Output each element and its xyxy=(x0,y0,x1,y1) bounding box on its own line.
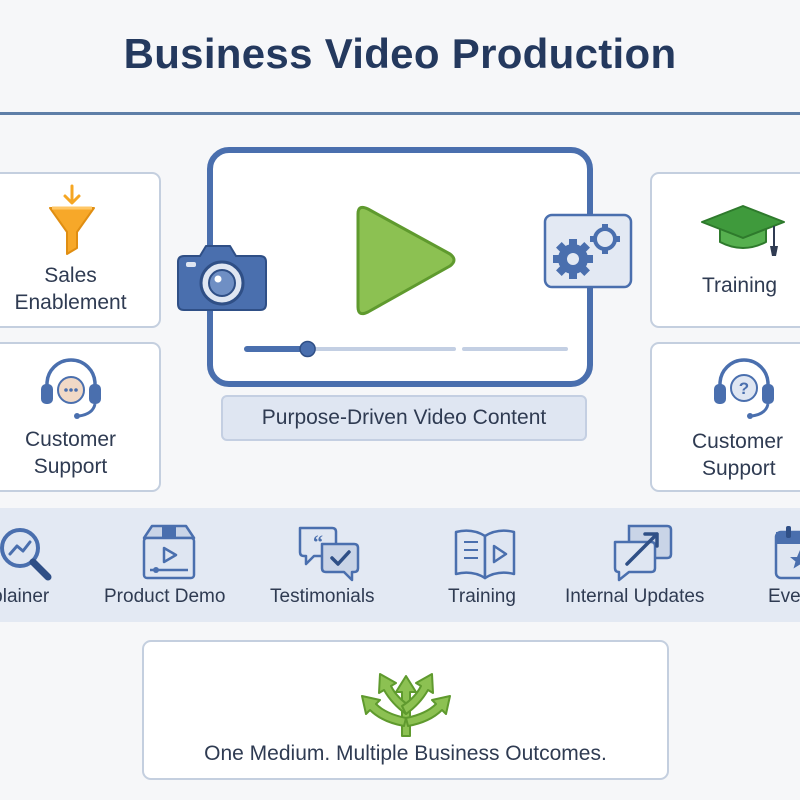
video-types-strip: Explainer Product Demo “ Testimonials Tr xyxy=(0,508,800,622)
strip-label: Training xyxy=(448,586,516,607)
title-divider xyxy=(0,112,800,115)
strip-label: Product Demo xyxy=(104,586,226,607)
outcome-tagline: One Medium. Multiple Business Outcomes. xyxy=(204,742,607,765)
magnifier-chart-icon xyxy=(0,528,52,581)
branching-arrows-icon xyxy=(361,673,451,737)
card-label-line: Enablement xyxy=(14,291,127,314)
strip-label: Internal Updates xyxy=(565,586,705,607)
camera-icon xyxy=(177,245,267,311)
card-label-line: Support xyxy=(33,455,108,478)
strip-label: Explainer xyxy=(0,586,50,607)
product-box-icon xyxy=(142,524,196,580)
strip-label: Events xyxy=(768,586,800,607)
strip-item-internal-updates: Internal Updates xyxy=(565,508,725,622)
card-customer-support-right: ? Customer Support xyxy=(650,342,800,492)
video-caption: Purpose-Driven Video Content xyxy=(221,395,587,441)
strip-item-product-demo: Product Demo xyxy=(104,508,234,622)
play-icon xyxy=(356,205,456,316)
strip-label: Testimonials xyxy=(270,586,375,607)
headset-icon xyxy=(41,358,101,419)
card-label-line: Customer xyxy=(24,428,117,451)
svg-text:?: ? xyxy=(739,379,749,398)
graduation-cap-icon xyxy=(701,205,785,256)
funnel-icon xyxy=(49,184,95,255)
strip-item-training: Training xyxy=(446,508,526,622)
page-title: Business Video Production xyxy=(123,30,677,77)
card-label-line: Customer xyxy=(692,430,784,453)
strip-item-explainer: Explainer xyxy=(0,508,80,622)
book-play-icon xyxy=(454,529,516,580)
card-sales-enablement: Sales Enablement xyxy=(0,172,161,328)
card-training: Training xyxy=(650,172,800,328)
outcome-card: One Medium. Multiple Business Outcomes. xyxy=(142,640,669,780)
card-customer-support-left: Customer Support xyxy=(0,342,161,492)
video-progress-bar[interactable] xyxy=(240,339,570,359)
svg-text:“: “ xyxy=(313,532,323,554)
gears-icon xyxy=(543,213,633,289)
chat-bubbles-icon: “ xyxy=(298,526,360,582)
strip-item-events: Events xyxy=(768,508,800,622)
card-label-line: Sales xyxy=(44,264,97,287)
calendar-star-icon xyxy=(774,526,800,580)
message-arrow-icon xyxy=(613,524,673,582)
strip-item-testimonials: “ Testimonials xyxy=(270,508,386,622)
card-label-line: Support xyxy=(702,457,776,480)
headset-question-icon: ? xyxy=(714,358,774,419)
card-label-training: Training xyxy=(702,274,778,297)
